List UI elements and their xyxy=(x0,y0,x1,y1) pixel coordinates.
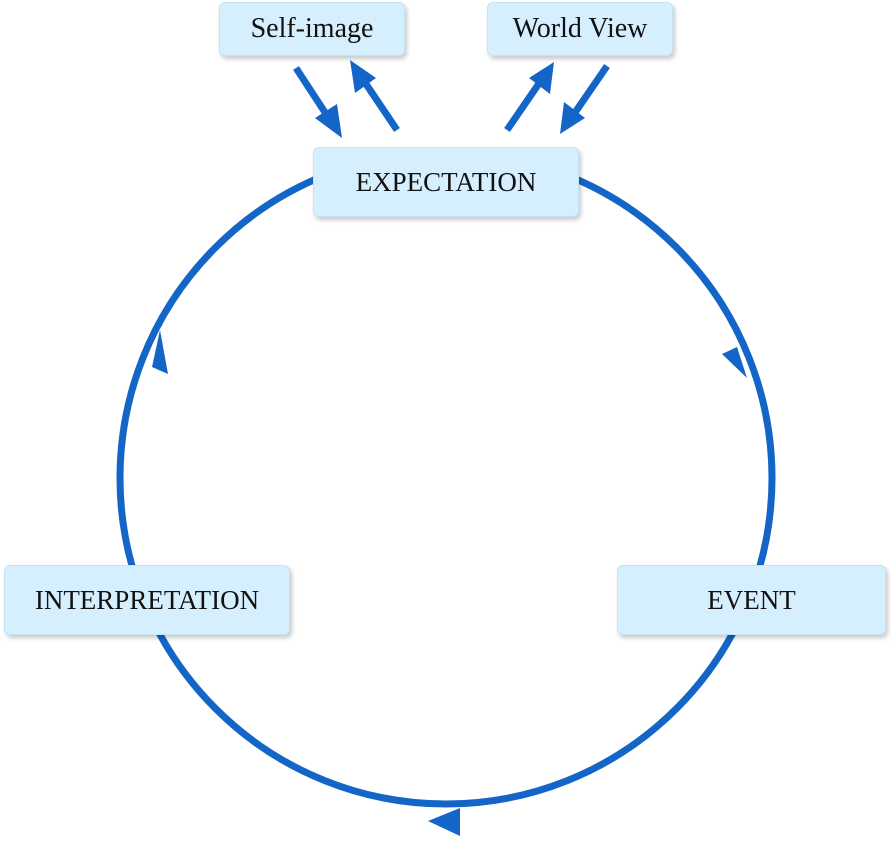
cycle-arrowhead-bottom xyxy=(428,808,460,836)
world-view-label: World View xyxy=(512,13,648,44)
self-image-box: Self-image xyxy=(219,2,405,56)
interpretation-box: INTERPRETATION xyxy=(4,565,290,635)
interpretation-label: INTERPRETATION xyxy=(34,584,260,615)
arrow-self-image-to-expectation xyxy=(293,66,342,138)
cycle-ring xyxy=(116,148,776,808)
world-view-box: World View xyxy=(487,2,673,56)
arrow-expectation-to-self-image xyxy=(350,60,400,132)
self-image-label: Self-image xyxy=(250,13,374,44)
cycle-arrowhead-left xyxy=(152,330,168,374)
cycle-arrowhead-right xyxy=(722,347,747,378)
expectation-box: EXPECTATION xyxy=(313,147,579,217)
arrow-world-view-to-expectation xyxy=(560,64,610,134)
expectation-label: EXPECTATION xyxy=(355,166,537,197)
arrow-expectation-to-world-view xyxy=(504,62,554,132)
event-box: EVENT xyxy=(617,565,886,635)
event-label: EVENT xyxy=(707,584,796,615)
